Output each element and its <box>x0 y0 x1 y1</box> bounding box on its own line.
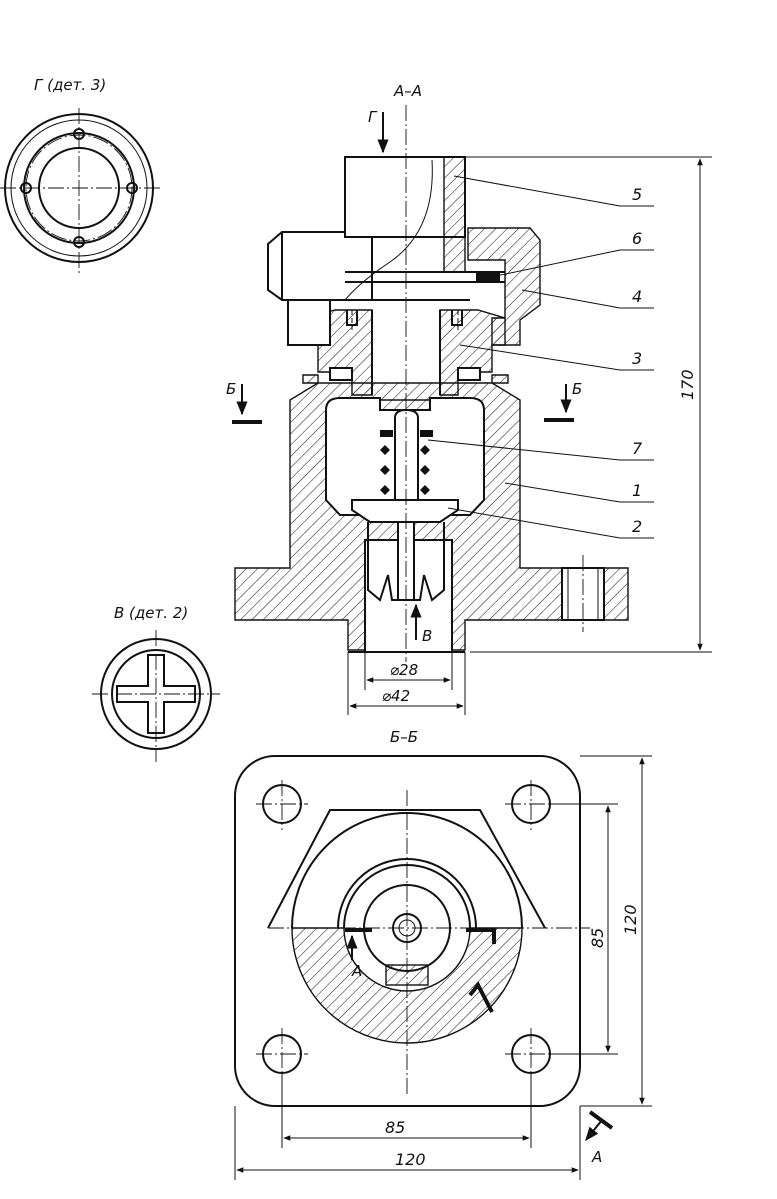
section-bb-title: Б–Б <box>390 728 418 746</box>
bush-part-3 <box>304 309 506 396</box>
valve-part-2 <box>351 499 459 523</box>
part-label-4: 4 <box>632 287 642 306</box>
part-label-5: 5 <box>632 185 642 204</box>
marker-v: В <box>422 627 432 645</box>
part-label-3: 3 <box>632 349 642 368</box>
dimension-85-vertical: 85 <box>550 803 618 1055</box>
dim-hole-spacing-h: 85 <box>385 1118 405 1137</box>
dimension-diameters: ⌀28 ⌀42 <box>347 652 466 715</box>
marker-b-right: Б <box>572 380 582 398</box>
dim-bore-outer: ⌀42 <box>382 687 410 705</box>
marker-g: Г <box>368 108 378 126</box>
view-v-title: В (дет. 2) <box>114 604 188 622</box>
dimension-120-vertical: 120 <box>580 755 652 1107</box>
gasket-part-6 <box>476 272 500 282</box>
dim-height: 170 <box>678 369 697 400</box>
leader-lines <box>427 175 654 539</box>
dim-flange-h: 120 <box>395 1150 426 1169</box>
part-label-2: 2 <box>632 517 642 536</box>
section-bb: Б–Б А А <box>234 728 652 1180</box>
dimension-170: 170 <box>465 156 712 653</box>
dim-bore-inner: ⌀28 <box>390 661 418 679</box>
spring-part-7 <box>380 430 433 495</box>
view-g-title: Г (дет. 3) <box>34 76 106 94</box>
marker-a-inner: А <box>351 962 362 980</box>
dim-hole-spacing-v: 85 <box>588 928 607 948</box>
section-aa-title: А–А <box>393 82 422 100</box>
nut-part-4 <box>467 227 541 346</box>
dimension-120-horizontal: 120 <box>234 1106 581 1180</box>
marker-a-outer: А <box>591 1148 602 1166</box>
section-ring <box>291 927 523 1044</box>
part-label-6: 6 <box>632 229 642 248</box>
view-v-detail-2: В (дет. 2) <box>92 604 220 762</box>
flange-square <box>234 755 581 1107</box>
dim-flange-v: 120 <box>621 904 640 935</box>
dimension-85-horizontal: 85 <box>281 1074 532 1148</box>
section-aa: А–А Г <box>226 82 712 715</box>
part-label-1: 1 <box>632 481 642 500</box>
pipe-part-5 <box>443 156 466 273</box>
view-g-detail-3: Г (дет. 3) <box>0 76 162 276</box>
part-label-7: 7 <box>632 439 643 458</box>
marker-b-left: Б <box>226 380 236 398</box>
hex-nut <box>267 231 373 301</box>
